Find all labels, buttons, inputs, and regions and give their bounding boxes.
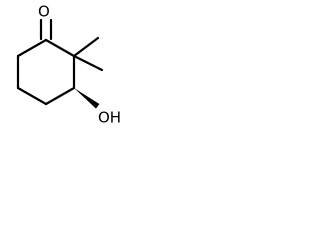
bond-c4-c5 — [16, 86, 48, 106]
bond-c1-c2 — [44, 38, 76, 58]
bond-methyl-a — [72, 36, 100, 58]
structure-diagram: O OH — [16, 3, 121, 127]
carbonyl-oxygen-label: O — [38, 3, 50, 21]
wedge-bond-hydroxyl — [74, 88, 100, 109]
bond-methyl-b — [72, 54, 104, 72]
bond-c6-c1 — [16, 38, 48, 58]
bond-c3-c4 — [44, 86, 76, 106]
hydroxyl-label: OH — [98, 109, 121, 127]
